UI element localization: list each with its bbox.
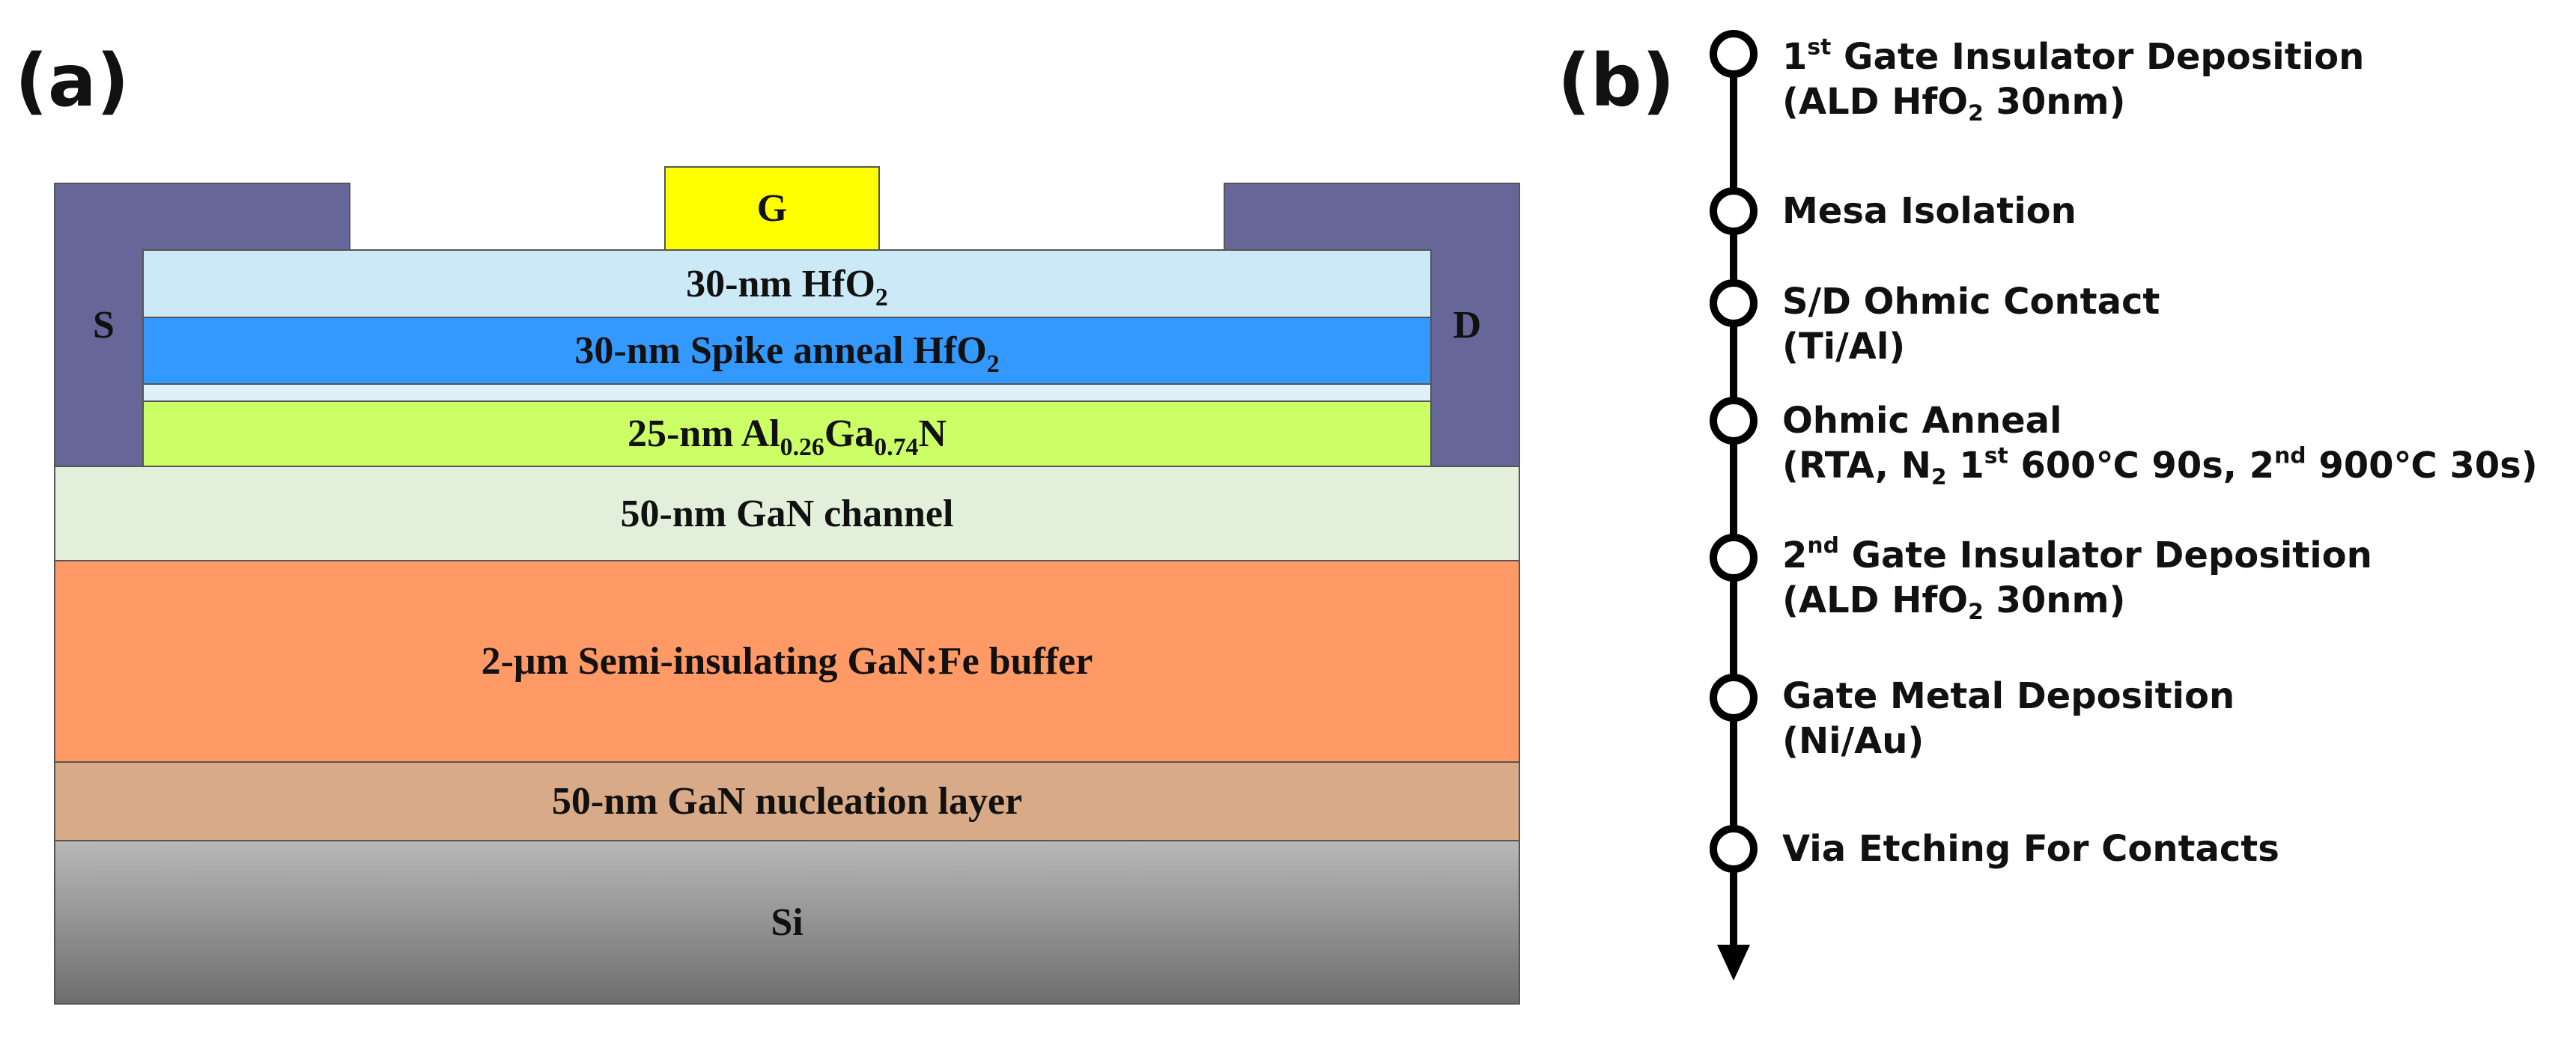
si-substrate-layer: Si [54, 840, 1520, 1005]
step-4-detail: (RTA, N2 1st 600℃ 90s, 2nd 900℃ 30s) [1782, 442, 2538, 490]
step-7-marker [1710, 825, 1758, 873]
buffer-layer: 2-μm Semi-insulating GaN:Fe buffer [54, 560, 1520, 763]
step-1-marker [1710, 30, 1758, 78]
step-3-title: S/D Ohmic Contact [1782, 281, 2160, 323]
step-4-marker [1710, 397, 1758, 445]
step-6-marker [1710, 674, 1758, 722]
step-5-title: 2nd Gate Insulator Deposition [1782, 532, 2372, 576]
step-3-detail: (Ti/Al) [1782, 326, 1906, 368]
step-1: 1st Gate Insulator Deposition (ALD HfO2 … [1782, 34, 2364, 124]
gan-channel-label: 50-nm GaN channel [620, 492, 954, 535]
step-6-title: Gate Metal Deposition [1782, 675, 2235, 717]
step-7-title: Via Etching For Contacts [1782, 828, 2279, 870]
gate-label: G [756, 187, 788, 230]
gan-channel-layer: 50-nm GaN channel [54, 466, 1520, 561]
step-2-marker [1710, 187, 1758, 235]
si-substrate-label: Si [771, 901, 804, 944]
spike-anneal-hfo2-label: 30-nm Spike anneal HfO2 [574, 329, 1000, 378]
step-6-detail: (Ni/Au) [1782, 720, 1925, 762]
step-2: Mesa Isolation [1782, 189, 2077, 234]
algan-barrier-layer: 25-nm Al0.26Ga0.74N [142, 400, 1432, 467]
hfo2-label: 30-nm HfO2 [686, 262, 888, 311]
drain-label: D [1453, 303, 1481, 347]
panel-a-label: (a) [15, 39, 130, 123]
step-4: Ohmic Anneal (RTA, N2 1st 600℃ 90s, 2nd … [1782, 398, 2538, 488]
step-7: Via Etching For Contacts [1782, 826, 2279, 871]
step-3: S/D Ohmic Contact (Ti/Al) [1782, 279, 2160, 369]
buffer-label: 2-μm Semi-insulating GaN:Fe buffer [481, 640, 1093, 683]
nucleation-layer: 50-nm GaN nucleation layer [54, 761, 1520, 841]
timeline-arrowhead [1717, 945, 1750, 981]
gate-contact: G [664, 166, 880, 251]
step-5-marker [1710, 534, 1758, 582]
step-2-title: Mesa Isolation [1782, 190, 2077, 232]
spike-anneal-hfo2-layer: 30-nm Spike anneal HfO2 [142, 317, 1432, 385]
step-1-title: 1st Gate Insulator Deposition [1782, 34, 2365, 78]
algan-label: 25-nm Al0.26Ga0.74N [627, 412, 947, 461]
step-5: 2nd Gate Insulator Deposition (ALD HfO2 … [1782, 533, 2372, 623]
step-3-marker [1710, 279, 1758, 327]
step-5-detail: (ALD HfO2 30nm) [1782, 579, 2126, 625]
step-4-title: Ohmic Anneal [1782, 400, 2062, 442]
thin-interlayer [142, 383, 1432, 402]
nucleation-label: 50-nm GaN nucleation layer [551, 780, 1023, 823]
step-6: Gate Metal Deposition (Ni/Au) [1782, 674, 2235, 764]
step-1-detail: (ALD HfO2 30nm) [1782, 81, 2126, 127]
hfo2-layer: 30-nm HfO2 [142, 249, 1432, 318]
panel-b-label: (b) [1558, 39, 1675, 123]
source-label: S [93, 303, 115, 347]
